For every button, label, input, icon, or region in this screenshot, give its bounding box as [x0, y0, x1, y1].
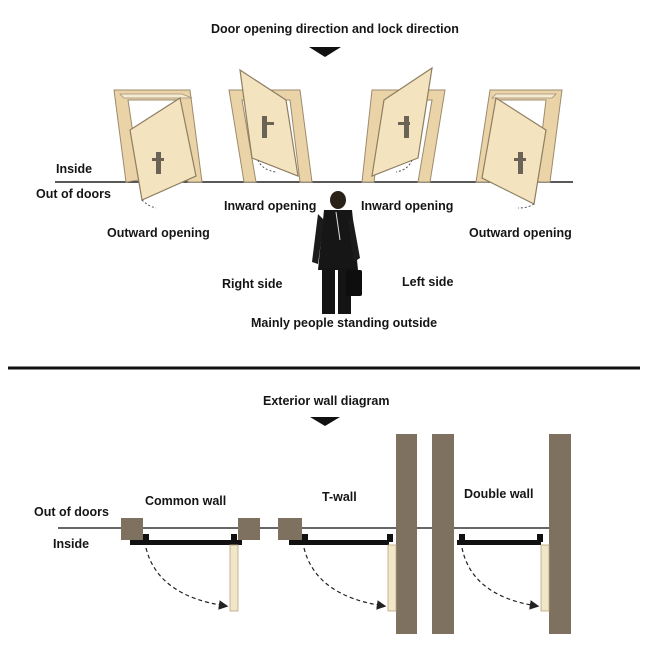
- label-door-1: Outward opening: [107, 226, 210, 240]
- caption-people-outside: Mainly people standing outside: [251, 316, 438, 330]
- label-door-4: Outward opening: [469, 226, 572, 240]
- label-left-side: Left side: [402, 275, 454, 289]
- label-inside-bottom: Inside: [53, 537, 90, 551]
- label-right-side: Right side: [222, 277, 283, 291]
- label-out-of-doors-top: Out of doors: [36, 187, 111, 201]
- door-inward-center-left: [228, 68, 313, 183]
- bottom-title: Exterior wall diagram: [263, 394, 390, 408]
- label-out-of-doors-bottom: Out of doors: [34, 505, 109, 519]
- door-outward-right: [475, 89, 563, 209]
- dashed-swing-arrow-icon: [303, 547, 387, 610]
- down-arrow-icon: [309, 47, 341, 57]
- down-arrow-icon: [310, 417, 340, 426]
- label-double-wall: Double wall: [464, 487, 534, 501]
- double-wall-diagram: [432, 434, 571, 634]
- label-common-wall: Common wall: [145, 494, 227, 508]
- label-door-3: Inward opening: [361, 199, 454, 213]
- label-inside-top: Inside: [56, 162, 93, 176]
- person-with-briefcase-icon: [312, 191, 362, 314]
- common-wall-diagram: [121, 518, 260, 612]
- door-inward-center-right: [361, 66, 446, 183]
- label-door-2: Inward opening: [224, 199, 317, 213]
- t-wall-diagram: [278, 434, 417, 634]
- top-title: Door opening direction and lock directio…: [211, 22, 459, 36]
- dashed-swing-arrow-icon: [461, 547, 540, 610]
- dashed-swing-arrow-icon: [145, 547, 229, 610]
- door-outward-left: [113, 89, 203, 209]
- label-t-wall: T-wall: [322, 490, 357, 504]
